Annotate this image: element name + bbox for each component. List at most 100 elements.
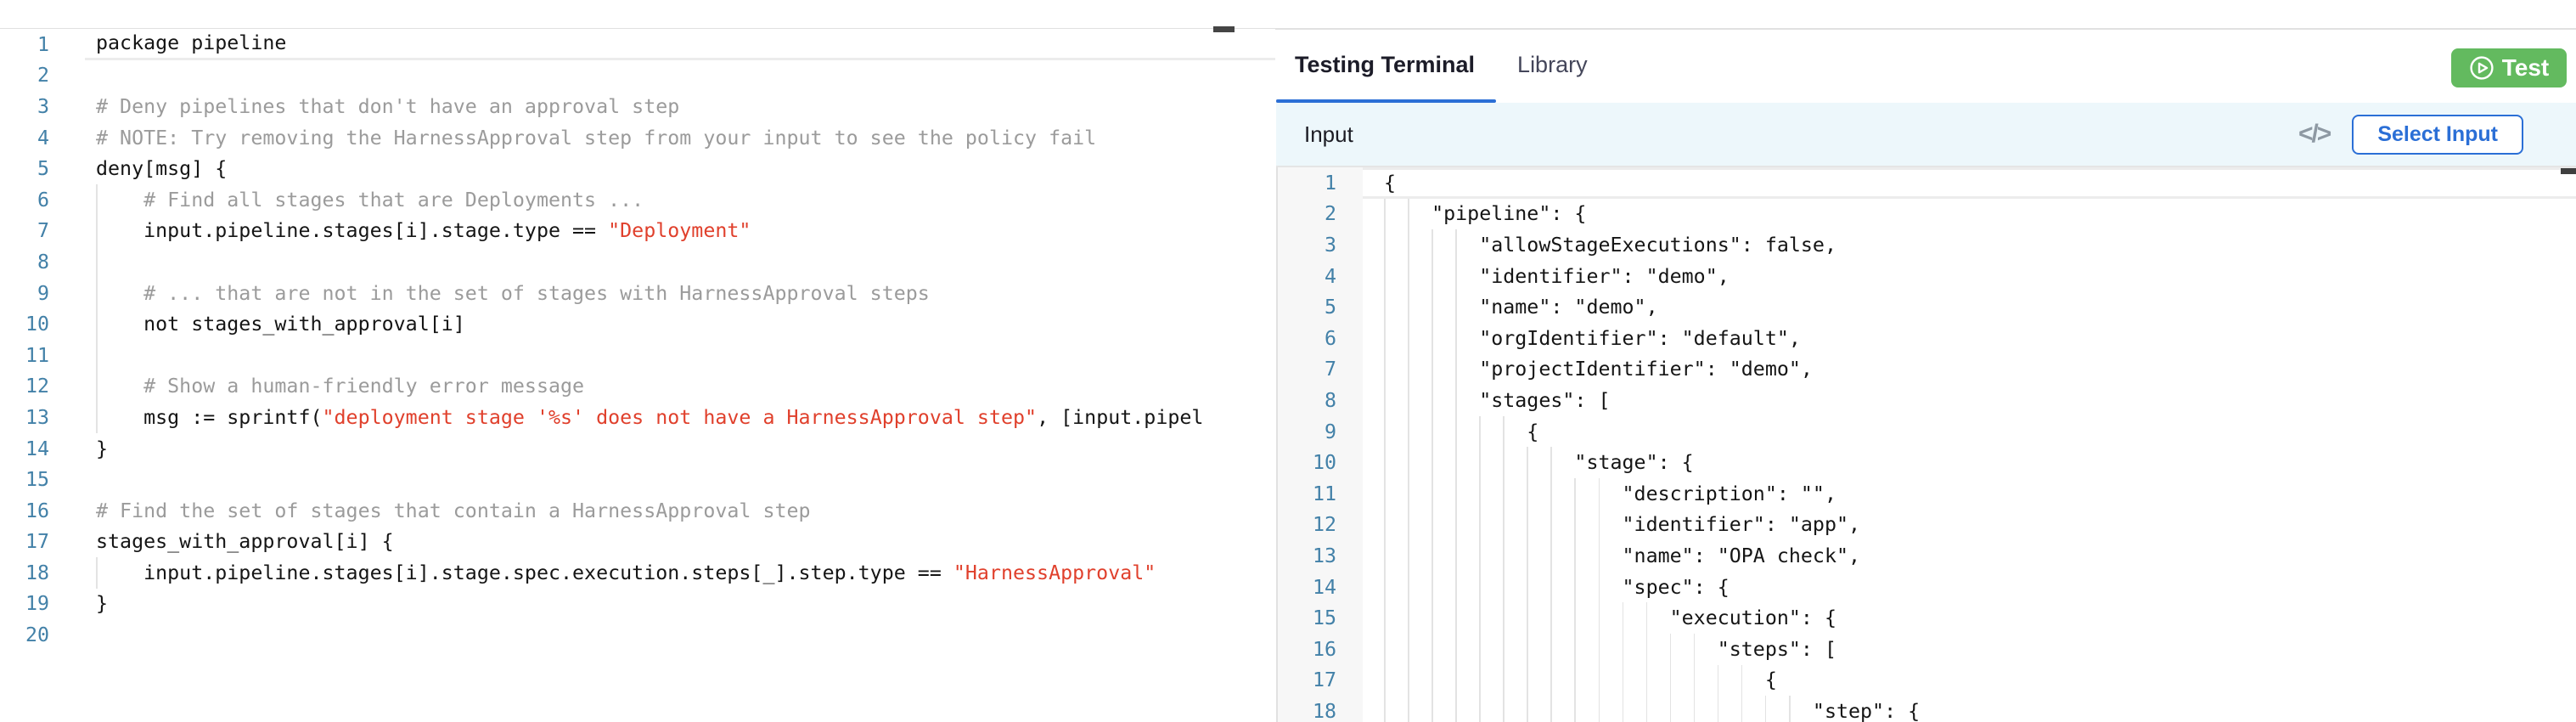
tab-testing-terminal[interactable]: Testing Terminal (1295, 51, 1476, 77)
line-number: 8 (1278, 385, 1363, 416)
line-number: 8 (37, 250, 49, 274)
code-line-content: } (96, 437, 109, 460)
code-line[interactable]: 11 (0, 339, 1275, 371)
code-line[interactable]: 9 { (1278, 415, 2576, 448)
indent-guide (1408, 509, 1409, 541)
indent-guide (1527, 696, 1528, 722)
indent-guide (1431, 260, 1433, 292)
indent-guide (1408, 198, 1409, 230)
indent-guide (1384, 385, 1386, 416)
indent-guide (1455, 447, 1457, 478)
code-line[interactable]: 3 "allowStageExecutions": false, (1278, 229, 2576, 261)
policy-panel-resize-handle-icon[interactable] (1213, 26, 1235, 32)
code-line[interactable]: 11 "description": "", (1278, 477, 2576, 510)
indent-guide (1408, 415, 1409, 448)
line-number: 9 (1278, 415, 1363, 448)
code-line-content: "pipeline": { (1363, 198, 2576, 230)
code-line[interactable]: 18 "step": { (1278, 696, 2576, 722)
indent-guide (1431, 509, 1433, 541)
code-line[interactable]: 10 not stages_with_approval[i] (0, 308, 1275, 340)
code-line[interactable]: 12 # Show a human-friendly error message (0, 370, 1275, 403)
line-number: 15 (25, 468, 49, 492)
line-number: 4 (37, 126, 49, 149)
code-line-content (85, 464, 1275, 495)
code-line[interactable]: 17 { (1278, 664, 2576, 697)
indent-guide (1669, 696, 1672, 722)
code-line[interactable]: 12 "identifier": "app", (1278, 509, 2576, 541)
indent-guide (1503, 509, 1505, 541)
code-line[interactable]: 15 "execution": { (1278, 602, 2576, 634)
indent-guide (1431, 633, 1433, 665)
test-button[interactable]: Test (2451, 48, 2567, 87)
code-line[interactable]: 8 (0, 246, 1275, 278)
code-line[interactable]: 20 (0, 619, 1275, 651)
line-number: 4 (1278, 260, 1363, 292)
code-line[interactable]: 4 "identifier": "demo", (1278, 260, 2576, 292)
code-line-content: "identifier": "demo", (1363, 260, 2576, 292)
code-line[interactable]: 14 "spec": { (1278, 571, 2576, 603)
code-line[interactable]: 8 "stages": [ (1278, 385, 2576, 416)
code-line[interactable]: 7 "projectIdentifier": "demo", (1278, 353, 2576, 386)
code-line-content: input.pipeline.stages[i].stage.spec.exec… (85, 557, 1275, 589)
indent-guide (96, 402, 98, 433)
code-line[interactable]: 2 (0, 60, 1275, 92)
indent-guide (1598, 540, 1600, 572)
indent-guide (1574, 664, 1576, 697)
indent-guide (1455, 540, 1457, 572)
code-line[interactable]: 1{ (1278, 167, 2576, 199)
code-line-content: "execution": { (1363, 602, 2576, 634)
indent-guide (1479, 540, 1481, 572)
indent-guide (1550, 477, 1552, 510)
code-line[interactable]: 10 "stage": { (1278, 447, 2576, 478)
code-line[interactable]: 13 msg := sprintf("deployment stage '%s'… (0, 402, 1275, 433)
code-line[interactable]: 18 input.pipeline.stages[i].stage.spec.e… (0, 557, 1275, 589)
test-button-label: Test (2501, 54, 2550, 81)
indent-guide (1574, 602, 1576, 634)
indent-guide (1645, 602, 1648, 634)
code-line-content: msg := sprintf("deployment stage '%s' do… (85, 402, 1275, 433)
code-line[interactable]: 15 (0, 464, 1275, 495)
tab-library[interactable]: Library (1517, 51, 1588, 77)
indent-guide (1598, 509, 1600, 541)
input-panel-resize-handle-icon[interactable] (2561, 168, 2576, 174)
code-line[interactable]: 2 "pipeline": { (1278, 198, 2576, 230)
input-json-editor[interactable]: 1{2 "pipeline": {3 "allowStageExecutions… (1278, 167, 2576, 722)
code-line[interactable]: 5 "name": "demo", (1278, 291, 2576, 323)
indent-guide (1598, 633, 1600, 665)
code-line[interactable]: 6 # Find all stages that are Deployments… (0, 183, 1275, 216)
indent-guide (1408, 664, 1409, 697)
code-line[interactable]: 16# Find the set of stages that contain … (0, 495, 1275, 527)
code-line[interactable]: 7 input.pipeline.stages[i].stage.type ==… (0, 215, 1275, 247)
code-line[interactable]: 14} (0, 433, 1275, 465)
indent-guide (1408, 602, 1409, 634)
code-line[interactable]: 4# NOTE: Try removing the HarnessApprova… (0, 122, 1275, 154)
indent-guide (1527, 540, 1528, 572)
line-number: 11 (25, 343, 49, 367)
line-number: 1 (37, 32, 49, 56)
code-line[interactable]: 6 "orgIdentifier": "default", (1278, 322, 2576, 354)
indent-guide (1550, 664, 1552, 697)
panel-divider[interactable] (1276, 28, 1278, 722)
select-input-button[interactable]: Select Input (2352, 114, 2523, 155)
code-line[interactable]: 13 "name": "OPA check", (1278, 540, 2576, 572)
line-number: 3 (37, 94, 49, 118)
indent-guide (1408, 260, 1409, 292)
code-line[interactable]: 19} (0, 589, 1275, 620)
indent-guide (1527, 602, 1528, 634)
indent-guide (1384, 322, 1386, 354)
code-view-icon[interactable]: </> (2298, 120, 2331, 148)
indent-guide (1408, 571, 1409, 603)
code-line[interactable]: 16 "steps": [ (1278, 633, 2576, 665)
indent-guide (1527, 571, 1528, 603)
code-line[interactable]: 9 # ... that are not in the set of stage… (0, 277, 1275, 309)
indent-guide (1384, 229, 1386, 261)
line-number: 12 (1278, 509, 1363, 541)
code-line[interactable]: 3# Deny pipelines that don't have an app… (0, 91, 1275, 122)
indent-guide (96, 370, 98, 403)
indent-guide (1503, 447, 1505, 478)
